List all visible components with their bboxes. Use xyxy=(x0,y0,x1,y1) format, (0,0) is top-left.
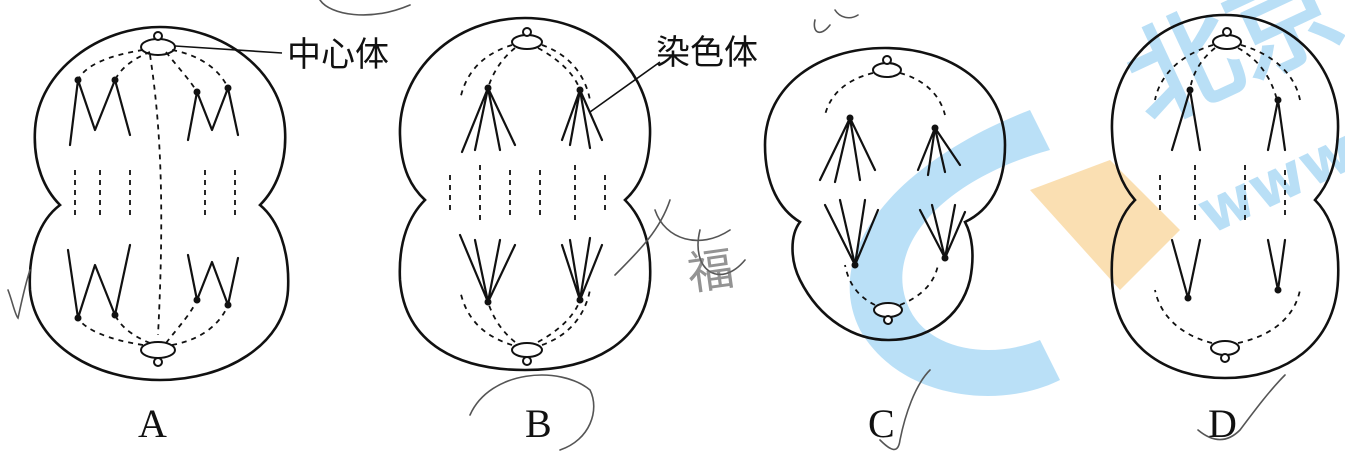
handwritten-note-b: 福 xyxy=(684,241,737,301)
label-centrosome: 中心体 xyxy=(287,35,389,75)
leader-line-chromosome xyxy=(590,62,660,112)
centrosome-bottom-a xyxy=(141,342,175,366)
cropped-arc-top xyxy=(320,0,410,15)
handwritten-check-left xyxy=(8,270,30,318)
label-chromosome: 染色体 xyxy=(656,33,758,73)
spindle-fibers-a xyxy=(75,50,235,345)
cell-outline-b xyxy=(400,18,650,370)
centrosome-bottom-b xyxy=(512,343,542,365)
watermark-text-side: www xyxy=(1187,115,1345,249)
watermark-c-shape xyxy=(850,110,1060,396)
panel-label-a: A xyxy=(138,401,167,446)
centrosome-bottom-d xyxy=(1211,341,1239,362)
chromosomes-bottom-b xyxy=(460,235,602,306)
chromosomes-bottom-d xyxy=(1172,240,1285,302)
panel-label-c: C xyxy=(868,401,895,446)
centrosome-top-a xyxy=(141,32,175,55)
panel-b: 染色体 B 福 xyxy=(400,18,758,450)
leader-line-centrosome xyxy=(175,46,282,53)
centrosome-top-c xyxy=(873,56,901,77)
chromosomes-bottom-a xyxy=(68,245,238,322)
watermark-text-top: 北京 xyxy=(1107,0,1345,149)
handwritten-mark-c xyxy=(814,10,858,32)
panel-label-b: B xyxy=(525,401,552,446)
panel-a: 中心体 A xyxy=(30,27,389,446)
watermark-arrow-shape xyxy=(1030,160,1180,290)
centrosome-top-b xyxy=(512,28,542,49)
chromosomes-top-b xyxy=(462,85,602,153)
